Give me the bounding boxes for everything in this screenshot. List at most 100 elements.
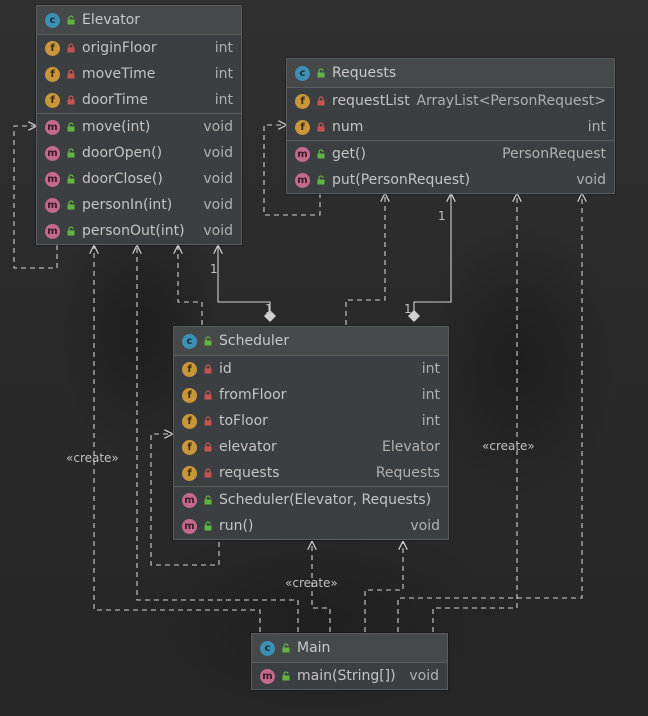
- unlock-icon: [316, 149, 326, 159]
- field-icon: f: [182, 439, 197, 455]
- lock-icon: [316, 96, 326, 106]
- create-label-left: «create»: [66, 451, 119, 465]
- method-icon: m: [295, 172, 310, 188]
- unlock-icon: [66, 226, 76, 236]
- method-name: run(): [219, 518, 254, 534]
- field-row[interactable]: f num int: [287, 114, 614, 140]
- method-name: doorOpen(): [82, 145, 163, 161]
- field-row[interactable]: f originFloor int: [37, 35, 241, 61]
- lock-icon: [66, 43, 76, 53]
- method-icon: m: [45, 171, 60, 187]
- lock-icon: [203, 390, 213, 400]
- lock-icon: [203, 364, 213, 374]
- field-icon: f: [182, 413, 197, 429]
- class-icon: c: [295, 65, 310, 81]
- class-header: c Main: [252, 634, 447, 663]
- field-icon: f: [295, 119, 310, 135]
- composition-diamond-requests: [408, 310, 420, 322]
- method-row[interactable]: m doorOpen() void: [37, 140, 241, 166]
- field-name: originFloor: [82, 40, 157, 56]
- method-row[interactable]: m put(PersonRequest) void: [287, 167, 614, 193]
- return-type: void: [576, 172, 606, 188]
- field-name: num: [332, 119, 364, 135]
- class-header: c Requests: [287, 59, 614, 88]
- method-name: personIn(int): [82, 197, 173, 213]
- unlock-icon: [66, 15, 76, 25]
- methods-section: m get() PersonRequest m put(PersonRequest) vo…: [287, 141, 614, 193]
- field-icon: f: [45, 40, 60, 56]
- field-icon: f: [182, 465, 197, 481]
- create-label-right: «create»: [482, 439, 535, 453]
- unlock-icon: [203, 336, 213, 346]
- method-row[interactable]: m doorClose() void: [37, 166, 241, 192]
- requests-self-dependency: [263, 125, 321, 216]
- multiplicity-scheduler-elevator-end: 1: [265, 302, 273, 316]
- scheduler-elevator-association: [218, 246, 271, 315]
- field-name: toFloor: [219, 413, 268, 429]
- field-icon: f: [295, 93, 310, 109]
- unlock-icon: [203, 521, 213, 531]
- unlock-icon: [66, 122, 76, 132]
- lock-icon: [203, 442, 213, 452]
- field-icon: f: [182, 387, 197, 403]
- unlock-icon: [203, 495, 213, 505]
- lock-icon: [316, 122, 326, 132]
- multiplicity-requests-end: 1: [438, 209, 446, 223]
- method-icon: m: [45, 145, 60, 161]
- composition-diamond-elevator: [264, 310, 276, 322]
- method-icon: m: [45, 197, 60, 213]
- main-creates-elevator: [94, 246, 261, 632]
- class-title: Scheduler: [219, 333, 290, 349]
- unlock-icon: [316, 68, 326, 78]
- elevator-self-dependency: [13, 126, 58, 269]
- lock-icon: [203, 468, 213, 478]
- unlock-icon: [66, 200, 76, 210]
- method-name: put(PersonRequest): [332, 172, 471, 188]
- scheduler-elevator-dependency: [178, 246, 203, 325]
- main-creates-scheduler: [312, 542, 331, 632]
- method-name: doorClose(): [82, 171, 163, 187]
- method-name: get(): [332, 146, 366, 162]
- field-type: int: [214, 40, 233, 56]
- return-type: void: [203, 145, 233, 161]
- return-type: PersonRequest: [502, 146, 606, 162]
- field-icon: f: [182, 361, 197, 377]
- field-type: int: [587, 119, 606, 135]
- scheduler-requests-association: [413, 194, 451, 315]
- class-title: Elevator: [82, 12, 141, 28]
- return-type: void: [203, 171, 233, 187]
- class-icon: c: [182, 333, 197, 349]
- field-type: ArrayList<PersonRequest>: [416, 93, 606, 109]
- unlock-icon: [281, 643, 291, 653]
- unlock-icon: [316, 175, 326, 185]
- field-type: int: [214, 66, 233, 82]
- method-icon: m: [45, 223, 60, 239]
- create-label-bottom: «create»: [285, 576, 338, 590]
- field-name: elevator: [219, 439, 277, 455]
- field-type: int: [421, 361, 440, 377]
- field-name: moveTime: [82, 66, 156, 82]
